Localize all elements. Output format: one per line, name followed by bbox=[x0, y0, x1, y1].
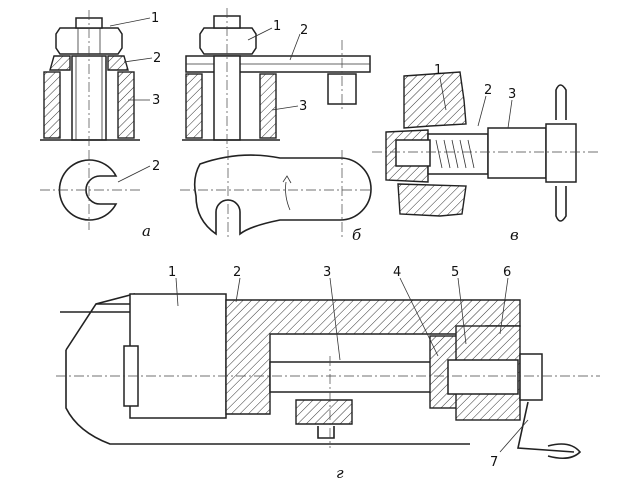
view-v-callout-1: 1 bbox=[434, 63, 442, 78]
view-g-callout-4: 4 bbox=[393, 265, 401, 280]
view-a-caption: а bbox=[142, 222, 151, 240]
view-g-callout-1: 1 bbox=[168, 265, 176, 280]
view-g-callout-5: 5 bbox=[451, 265, 459, 280]
view-v-callout-2: 2 bbox=[484, 83, 492, 98]
view-a-callout-3: 3 bbox=[152, 93, 160, 108]
view-g-callout-7: 7 bbox=[490, 455, 498, 470]
view-a: 1 2 3 2 а bbox=[40, 10, 161, 240]
view-g-callout-3: 3 bbox=[323, 265, 331, 280]
view-b-callout-2: 2 bbox=[300, 23, 308, 38]
view-a-callout-2: 2 bbox=[153, 51, 161, 66]
view-g-callout-2: 2 bbox=[233, 265, 241, 280]
view-g-caption: г bbox=[336, 464, 344, 482]
view-a-elevation bbox=[40, 10, 140, 148]
view-v-callout-3: 3 bbox=[508, 87, 516, 102]
view-a-callout-1: 1 bbox=[151, 11, 159, 26]
view-v-caption: в bbox=[510, 226, 519, 244]
view-b-plan bbox=[180, 150, 372, 240]
view-v: 1 2 3 в bbox=[372, 63, 600, 244]
view-b-callout-1: 1 bbox=[273, 19, 281, 34]
view-b-caption: б bbox=[352, 226, 362, 244]
view-a-plan-callout-2: 2 bbox=[152, 159, 160, 174]
view-b-callout-3: 3 bbox=[299, 99, 307, 114]
view-b-elevation bbox=[182, 8, 371, 148]
view-a-plan bbox=[40, 150, 140, 230]
view-b: 1 2 3 б bbox=[180, 8, 372, 244]
view-g-callout-6: 6 bbox=[503, 265, 511, 280]
view-g: 1 2 3 4 5 6 7 г bbox=[56, 265, 600, 482]
